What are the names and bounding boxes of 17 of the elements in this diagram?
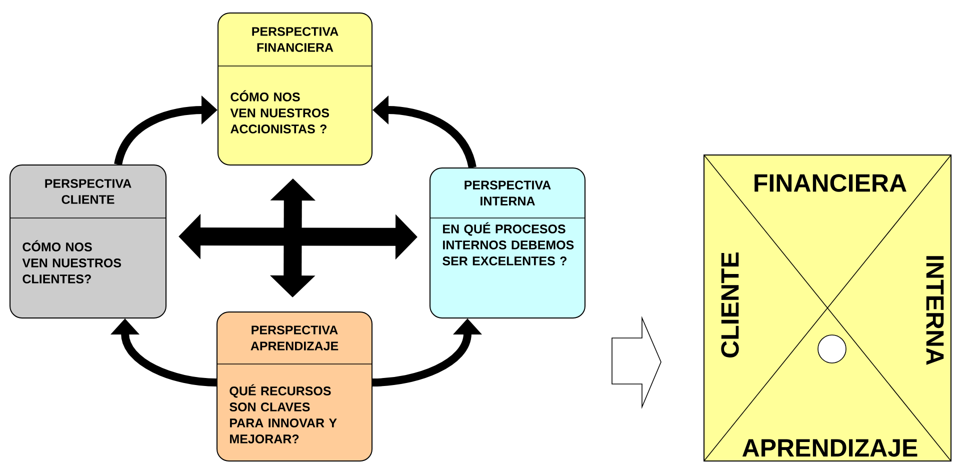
- quadrant-label: CLIENTE: [720, 250, 740, 360]
- perspective-box: [216, 312, 372, 462]
- perspective-box: [218, 12, 372, 166]
- box-text: EN QUÉ PROCESOS INTERNOS DEBEMOS SER EXCELENTES ?: [442, 222, 574, 266]
- box-text: CÓMO NOS VEN NUESTROS CLIENTES?: [22, 240, 122, 284]
- scorecard-square: [704, 154, 952, 462]
- quadrant-label: APRENDIZAJE: [740, 438, 920, 458]
- box-heading: PERSPECTIVA INTERNA: [464, 180, 551, 206]
- quadrant-label: INTERNA: [925, 253, 945, 367]
- box-heading: PERSPECTIVA FINANCIERA: [252, 27, 338, 52]
- perspective-box: [10, 164, 167, 318]
- perspective-box: [430, 168, 586, 318]
- box-text: QUÉ RECURSOS SON CLAVES PARA INNOVAR Y MEJORAR?: [230, 384, 337, 444]
- box-heading: PERSPECTIVA CLIENTE: [45, 179, 132, 204]
- box-text: CÓMO NOS VEN NUESTROS ACCIONISTAS ?: [230, 90, 330, 134]
- box-heading: PERSPECTIVA APRENDIZAJE: [250, 326, 338, 350]
- quadrant-label: FINANCIERA: [752, 173, 908, 193]
